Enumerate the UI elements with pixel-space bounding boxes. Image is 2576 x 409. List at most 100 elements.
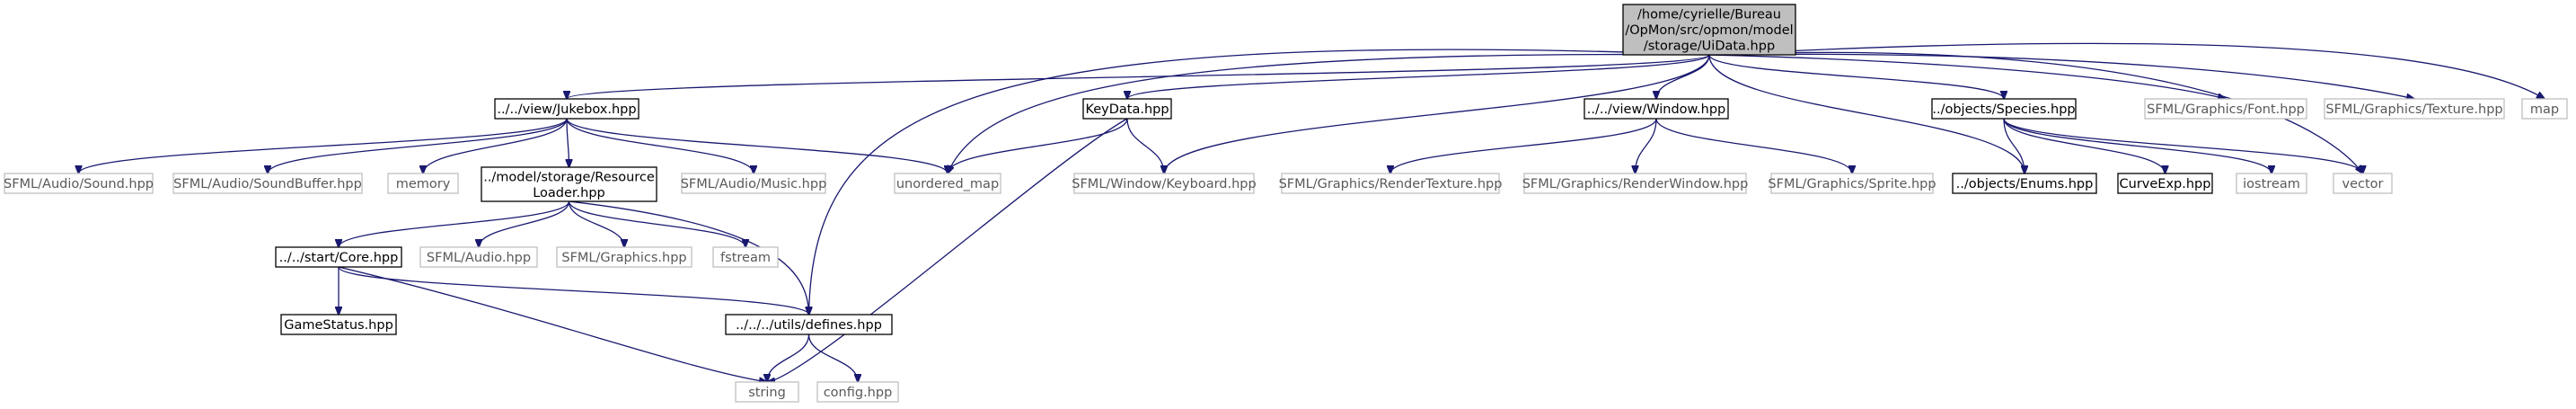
- node-iostream: iostream: [2236, 173, 2307, 194]
- node-label: unordered_map: [896, 177, 999, 191]
- node-unordered-map: unordered_map: [894, 173, 1001, 194]
- node-label: SFML/Window/Keyboard.hpp: [1072, 177, 1256, 191]
- edge-root-to-sfml_font: [1708, 54, 2226, 99]
- edge-defines-to-config: [807, 333, 859, 382]
- node-label: /home/cyrielle/Bureau: [1637, 8, 1781, 22]
- node-box: [894, 173, 1001, 194]
- edge-species-to-enums: [2003, 118, 2025, 173]
- node-root[interactable]: /home/cyrielle/Bureau/OpMon/src/opmon/mo…: [1622, 4, 1796, 56]
- node-memory: memory: [387, 173, 459, 194]
- node-box: [1523, 173, 1747, 194]
- node-map: map: [2521, 98, 2568, 120]
- node-box: [1584, 98, 1729, 120]
- edge-species-to-iostream: [2003, 118, 2272, 173]
- edge-jukebox-to-memory: [423, 118, 568, 173]
- edge-root-to-map: [1708, 42, 2545, 99]
- node-box: [2324, 98, 2505, 120]
- node-box: [2333, 173, 2393, 194]
- node-label: ../model/storage/Resource: [483, 170, 655, 184]
- edges-layer: [79, 42, 2545, 382]
- edge-root-to-sfml_keyboard: [1164, 54, 1710, 173]
- edge-jukebox-to-resourceloader: [567, 118, 569, 167]
- node-keydata[interactable]: KeyData.hpp: [1082, 98, 1172, 120]
- edge-root-to-jukebox: [567, 54, 1710, 99]
- node-box: [280, 314, 397, 335]
- node-sfml-audio: SFML/Audio.hpp: [419, 246, 538, 268]
- edge-keydata-to-string: [767, 118, 1128, 382]
- node-box: [1931, 98, 2077, 120]
- node-window[interactable]: ../../view/Window.hpp: [1584, 98, 1729, 120]
- edge-jukebox-to-sfml_soundbuffer: [268, 118, 568, 173]
- node-fstream: fstream: [712, 246, 779, 268]
- node-box: [387, 173, 459, 194]
- node-vector: vector: [2333, 173, 2393, 194]
- node-sfml-sprite: SFML/Graphics/Sprite.hpp: [1768, 173, 1936, 194]
- node-sfml-sound: SFML/Audio/Sound.hpp: [4, 173, 154, 194]
- node-label: /OpMon/src/opmon/model: [1625, 23, 1793, 38]
- node-box: [1073, 173, 1255, 194]
- node-sfml-texture: SFML/Graphics/Texture.hpp: [2324, 98, 2505, 120]
- node-string: string: [735, 381, 799, 403]
- edge-core-to-defines: [338, 266, 809, 315]
- edge-keydata-to-unordered_map: [948, 118, 1128, 173]
- edge-root-to-sfml_texture: [1708, 53, 2414, 99]
- node-box: [2117, 173, 2213, 194]
- node-label: ../objects/Species.hpp: [1932, 102, 2075, 117]
- edge-window-to-sfml_sprite: [1655, 118, 1852, 173]
- node-label: SFML/Graphics/RenderWindow.hpp: [1522, 177, 1749, 191]
- node-curveexp[interactable]: CurveExp.hpp: [2117, 173, 2213, 194]
- edge-defines-to-string: [767, 333, 810, 382]
- node-label: GameStatus.hpp: [284, 318, 393, 333]
- edge-species-to-vector: [2003, 118, 2363, 173]
- nodes-layer: /home/cyrielle/Bureau/OpMon/src/opmon/mo…: [4, 4, 2568, 403]
- node-gamestatus[interactable]: GameStatus.hpp: [280, 314, 397, 335]
- node-box: [1622, 4, 1796, 56]
- node-label: SFML/Audio/SoundBuffer.hpp: [173, 177, 362, 191]
- edge-resourceloader-to-fstream: [568, 200, 746, 247]
- node-config: config.hpp: [816, 381, 899, 403]
- node-core[interactable]: ../../start/Core.hpp: [275, 246, 402, 268]
- edge-jukebox-to-unordered_map: [566, 118, 948, 173]
- node-species[interactable]: ../objects/Species.hpp: [1931, 98, 2077, 120]
- node-label: vector: [2342, 177, 2384, 191]
- node-label: /storage/UiData.hpp: [1644, 40, 1775, 54]
- node-label: string: [748, 386, 786, 400]
- node-label: iostream: [2243, 177, 2300, 191]
- node-sfml-rendertexture: SFML/Graphics/RenderTexture.hpp: [1279, 173, 1503, 194]
- node-box: [681, 173, 826, 194]
- node-box: [735, 381, 799, 403]
- node-box: [1082, 98, 1172, 120]
- edge-core-to-string: [338, 266, 767, 382]
- node-label: SFML/Graphics/Texture.hpp: [2325, 102, 2502, 117]
- edge-resourceloader-to-core: [339, 200, 570, 247]
- edge-root-to-defines: [809, 49, 1710, 315]
- node-label: ../../start/Core.hpp: [279, 251, 399, 265]
- node-sfml-renderwindow: SFML/Graphics/RenderWindow.hpp: [1522, 173, 1749, 194]
- edge-window-to-sfml_rendertexture: [1390, 118, 1657, 173]
- node-label: CurveExp.hpp: [2120, 177, 2211, 191]
- node-label: ../../view/Jukebox.hpp: [497, 102, 636, 117]
- node-label: SFML/Graphics/RenderTexture.hpp: [1279, 177, 1503, 191]
- node-defines[interactable]: ../../../utils/defines.hpp: [725, 314, 893, 335]
- node-box: [1281, 173, 1500, 194]
- node-sfml-music: SFML/Audio/Music.hpp: [681, 173, 826, 194]
- node-sfml-graphics: SFML/Graphics.hpp: [556, 246, 693, 268]
- node-box: [275, 246, 402, 268]
- node-box: [4, 173, 154, 194]
- node-label: map: [2530, 102, 2559, 117]
- node-label: SFML/Graphics/Sprite.hpp: [1768, 177, 1936, 191]
- node-sfml-soundbuffer: SFML/Audio/SoundBuffer.hpp: [172, 173, 363, 194]
- node-enums[interactable]: ../objects/Enums.hpp: [1952, 173, 2097, 194]
- node-box: [2236, 173, 2307, 194]
- edge-resourceloader-to-sfml_audio: [479, 200, 570, 247]
- node-box: [2521, 98, 2568, 120]
- edge-jukebox-to-sfml_music: [566, 118, 754, 173]
- node-label: SFML/Graphics.hpp: [561, 251, 686, 265]
- edge-jukebox-to-sfml_sound: [79, 118, 568, 173]
- node-label: ../objects/Enums.hpp: [1956, 177, 2094, 191]
- edge-root-to-enums: [1708, 54, 2025, 173]
- edge-root-to-species: [1708, 54, 2004, 99]
- node-jukebox[interactable]: ../../view/Jukebox.hpp: [494, 98, 640, 120]
- node-label: SFML/Graphics/Font.hpp: [2147, 102, 2305, 117]
